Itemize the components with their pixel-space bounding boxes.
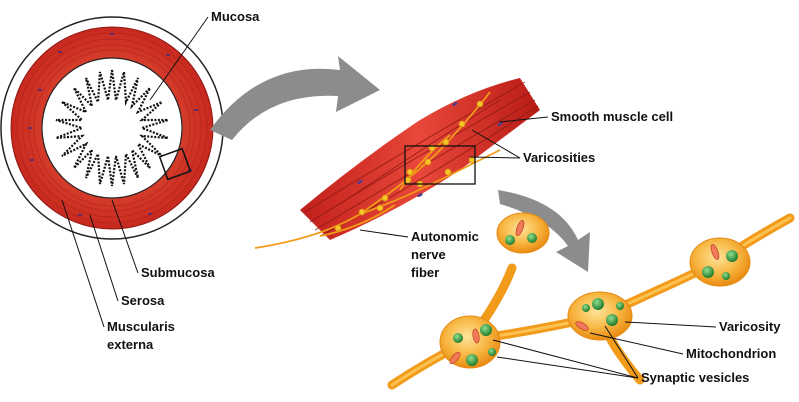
label-muscularis-1: Muscularis: [107, 319, 175, 334]
zoom-arrow-1: [210, 56, 380, 140]
label-autonomic-2: nerve: [411, 247, 446, 262]
label-mitochondrion: Mitochondrion: [686, 346, 776, 361]
smooth-muscle-tissue: [254, 78, 540, 249]
label-serosa: Serosa: [121, 293, 165, 308]
label-varicosities: Varicosities: [523, 150, 595, 165]
label-muscularis-2: externa: [107, 337, 154, 352]
label-autonomic-1: Autonomic: [411, 229, 479, 244]
label-submucosa: Submucosa: [141, 265, 215, 280]
wall-zoom-box: [158, 147, 192, 181]
zoom-arrow-2: [498, 190, 590, 272]
synaptic-vesicle-dots: [453, 233, 738, 366]
tissue-zoom-box: [404, 145, 476, 185]
label-mucosa: Mucosa: [211, 9, 260, 24]
label-varicosity: Varicosity: [719, 319, 781, 334]
magnified-leaders: [492, 321, 717, 379]
muscle-nuclei: [28, 33, 198, 216]
lumen: [98, 114, 126, 142]
varicosity-bulb-top: [496, 212, 550, 254]
mitochondria: [449, 220, 720, 365]
magnified-nerve: [387, 212, 795, 390]
label-autonomic-3: fiber: [411, 265, 439, 280]
cross-section-leaders: [61, 16, 209, 328]
label-smooth-muscle-cell: Smooth muscle cell: [551, 109, 673, 124]
muscle-cell-nuclei: [357, 102, 503, 197]
gut-cross-section: [0, 16, 224, 240]
tissue-leaders: [359, 116, 549, 238]
varicosity-dots: [334, 100, 484, 232]
label-synaptic-vesicles: Synaptic vesicles: [641, 370, 749, 385]
varicosity-bulb-right: [689, 237, 751, 287]
